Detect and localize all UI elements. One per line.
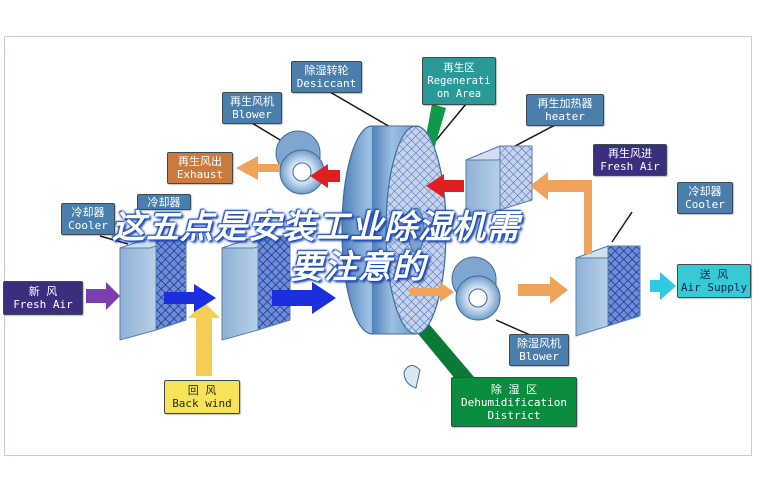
cool-air-arrow-1 <box>164 284 216 312</box>
air-supply-label-en: Air Supply <box>680 281 748 294</box>
dehum-blower-fan <box>451 256 501 321</box>
regen-fresh-air-duct <box>584 180 592 254</box>
cooler-left-label: 冷却器 Cooler <box>61 203 115 235</box>
exhaust-label-cn: 再生风出 <box>178 155 222 168</box>
regen-hot-air-arrow <box>426 174 464 198</box>
regen-heater-label: 再生加热器 heater <box>526 94 604 126</box>
cooler-mid-unit <box>221 235 291 341</box>
regen-blower-label: 再生风机 Blower <box>222 92 282 124</box>
regen-area-label: 再生区 Regenerati on Area <box>422 57 496 105</box>
back-wind-arrow <box>188 302 220 376</box>
fresh-air-label-en: Fresh Air <box>13 298 73 311</box>
back-wind-label-en: Back wind <box>172 397 232 410</box>
headline-line-1: 这五点是安装工业除湿机需 <box>112 207 520 246</box>
regen-blower-fan <box>275 130 325 195</box>
regen-fresh-air-label-cn: 再生风进 <box>608 147 652 160</box>
dehum-blower-label-cn: 除湿风机 <box>517 337 561 350</box>
flow-arrows <box>86 156 676 376</box>
air-supply-label: 送 风 Air Supply <box>677 264 751 298</box>
air-supply-label-cn: 送 风 <box>699 268 729 281</box>
regen-blower-label-en: Blower <box>232 108 272 121</box>
desiccant-wheel <box>341 125 447 389</box>
cooler-right-label-en: Cooler <box>685 198 725 211</box>
cooler-right-label: 冷却器 Cooler <box>677 182 733 214</box>
dehum-district-label: 除 湿 区 Dehumidification District <box>451 377 577 427</box>
desiccant-label-en: Desiccant <box>296 77 357 90</box>
regen-heater-label-en: heater <box>545 110 585 123</box>
cooler-left-label-en: Cooler <box>68 219 108 232</box>
regen-fresh-air-label-en: Fresh Air <box>600 160 660 173</box>
dehum-district-label-en-2: District <box>487 408 541 422</box>
dehum-blower-label: 除湿风机 Blower <box>509 334 569 366</box>
dehum-district-label-cn: 除 湿 区 <box>490 382 538 396</box>
regen-fresh-air-label: 再生风进 Fresh Air <box>593 144 667 176</box>
cooler-mid-label: 冷却器 <box>137 194 191 210</box>
cooler-mid-label-cn: 冷却器 <box>147 195 181 209</box>
regen-heater-label-cn: 再生加热器 <box>537 97 593 110</box>
regen-blower-label-cn: 再生风机 <box>230 95 274 108</box>
regen-heater-unit <box>465 145 533 223</box>
regen-area-label-en-1: Regenerati <box>427 74 491 87</box>
supply-air-arrow-2 <box>650 272 676 300</box>
cool-air-arrow-2 <box>272 282 336 314</box>
supply-air-arrow-1 <box>518 276 568 304</box>
desiccant-label-cn: 除湿转轮 <box>304 64 349 77</box>
fresh-air-label-cn: 新 风 <box>28 285 58 298</box>
dehum-district-label-en-1: Dehumidification <box>461 395 567 409</box>
back-wind-label: 回 风 Back wind <box>164 380 240 414</box>
dehum-air-arrow <box>410 282 454 302</box>
regen-blower-intake-arrow <box>310 164 340 188</box>
fresh-air-arrow <box>86 282 120 310</box>
regen-fresh-air-arrow <box>530 172 590 200</box>
diagram-frame <box>4 36 752 456</box>
desiccant-label: 除湿转轮 Desiccant <box>291 61 362 93</box>
headline-line-2: 要注意的 <box>290 247 426 286</box>
headline-banner: 这五点是安装工业除湿机需 要注意的 <box>112 207 652 287</box>
regen-area-label-en-2: on Area <box>436 87 482 100</box>
regen-area-label-cn: 再生区 <box>443 61 475 74</box>
dehum-blower-label-en: Blower <box>519 350 559 363</box>
cooler-left-label-cn: 冷却器 <box>71 206 105 219</box>
exhaust-arrow <box>236 156 280 180</box>
exhaust-label-en: Exhaust <box>176 168 224 181</box>
exhaust-label: 再生风出 Exhaust <box>167 152 233 184</box>
cooler-right-label-cn: 冷却器 <box>688 185 722 198</box>
cooler-left-unit <box>119 235 187 341</box>
cooler-right-unit <box>575 245 641 337</box>
fresh-air-label: 新 风 Fresh Air <box>3 281 83 315</box>
back-wind-label-cn: 回 风 <box>187 384 217 397</box>
